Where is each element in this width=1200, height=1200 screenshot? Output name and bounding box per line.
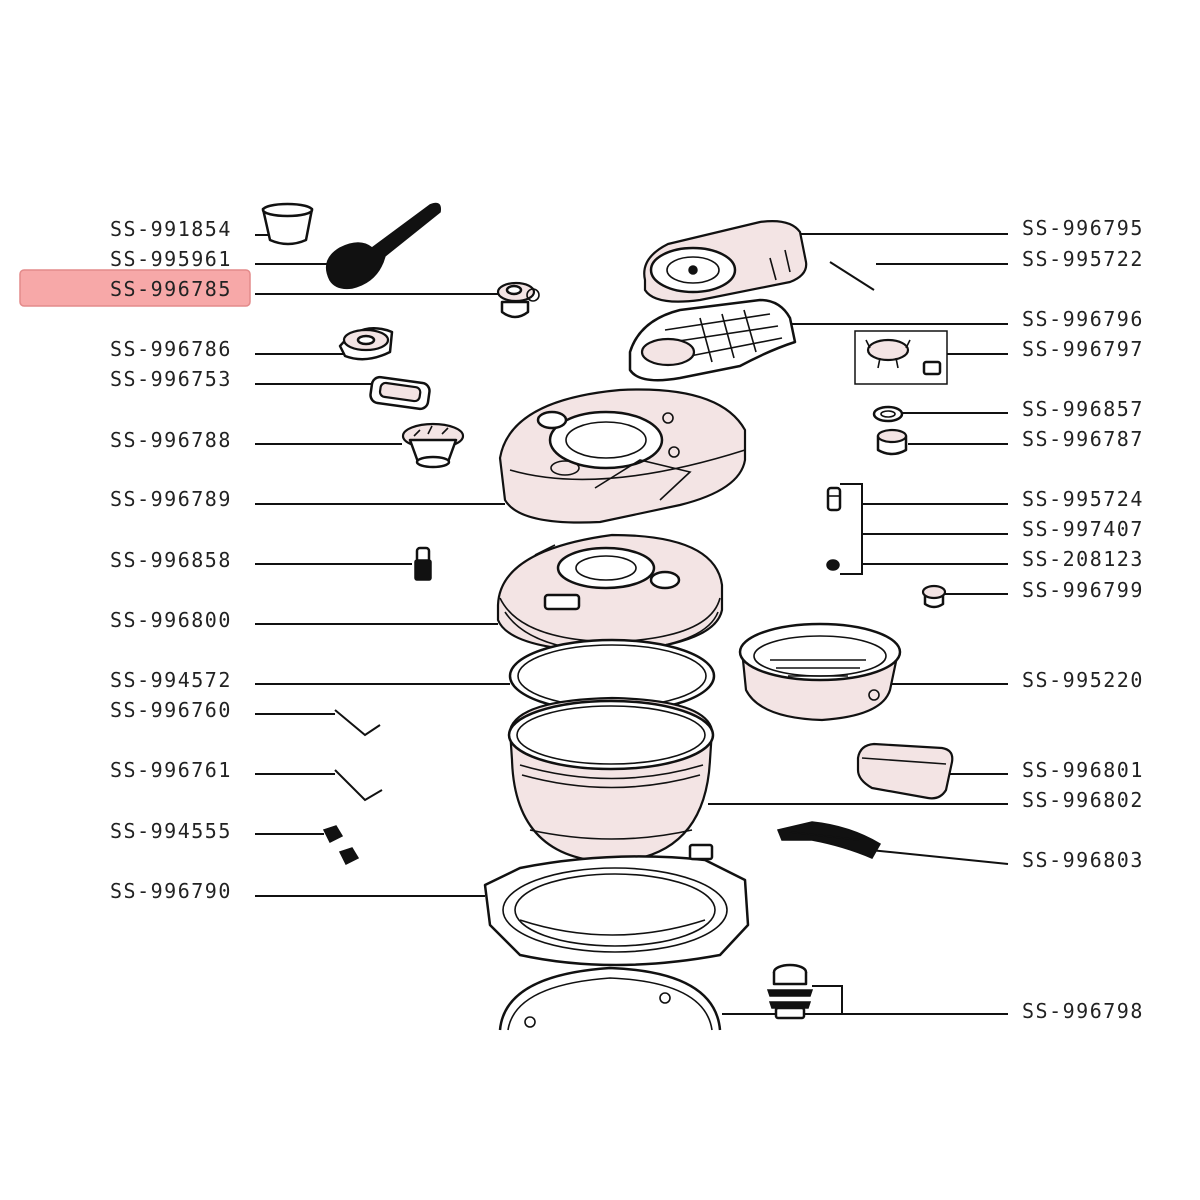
- label-ss-996789[interactable]: SS-996789: [110, 487, 232, 511]
- inner-frame-icon[interactable]: [628, 298, 797, 382]
- label-ss-995220[interactable]: SS-995220: [1022, 668, 1144, 692]
- label-ss-996797[interactable]: SS-996797: [1022, 337, 1144, 361]
- pressure-valve-icon[interactable]: [766, 963, 814, 1020]
- label-ss-997407[interactable]: SS-997407: [1022, 517, 1144, 541]
- bushing-icon[interactable]: [876, 428, 908, 456]
- label-ss-996802[interactable]: SS-996802: [1022, 788, 1144, 812]
- label-ss-996761[interactable]: SS-996761: [110, 758, 232, 782]
- label-ss-996858[interactable]: SS-996858: [110, 548, 232, 572]
- leader-lines-right: [708, 233, 1009, 1015]
- label-ss-208123[interactable]: SS-208123: [1022, 547, 1144, 571]
- float-valve-icon[interactable]: [401, 422, 465, 469]
- label-ss-996801[interactable]: SS-996801: [1022, 758, 1144, 782]
- wire-clip-a-icon[interactable]: [334, 709, 381, 737]
- group-box-996797: [854, 330, 948, 385]
- latch-plate-icon[interactable]: [776, 821, 882, 859]
- label-ss-991854[interactable]: SS-991854: [110, 217, 232, 241]
- label-ss-995961[interactable]: SS-995961: [110, 247, 232, 271]
- washer-icon[interactable]: [872, 405, 904, 423]
- label-ss-996857[interactable]: SS-996857: [1022, 397, 1144, 421]
- label-ss-996799[interactable]: SS-996799: [1022, 578, 1144, 602]
- label-ss-996795[interactable]: SS-996795: [1022, 216, 1144, 240]
- steam-valve-icon[interactable]: [496, 281, 540, 319]
- small-ball-icon[interactable]: [826, 559, 840, 571]
- label-ss-996790[interactable]: SS-996790: [110, 879, 232, 903]
- small-pin-icon[interactable]: [826, 486, 842, 512]
- highlight-box: [19, 269, 251, 307]
- label-ss-996753[interactable]: SS-996753: [110, 367, 232, 391]
- inner-pot-icon[interactable]: [507, 696, 715, 864]
- leader-lines-left: [255, 234, 510, 897]
- top-cover-icon[interactable]: [643, 220, 808, 303]
- label-ss-996760[interactable]: SS-996760: [110, 698, 232, 722]
- label-ss-996785[interactable]: SS-996785: [110, 277, 232, 301]
- label-ss-994555[interactable]: SS-994555: [110, 819, 232, 843]
- label-ss-996787[interactable]: SS-996787: [1022, 427, 1144, 451]
- screws-icon[interactable]: [322, 825, 360, 866]
- lid-cover-icon[interactable]: [498, 388, 747, 524]
- plug-icon[interactable]: [921, 584, 947, 609]
- steam-basket-icon[interactable]: [738, 622, 902, 722]
- locking-pin-icon[interactable]: [414, 546, 432, 581]
- base-ring-icon[interactable]: [483, 843, 750, 967]
- housing-base-icon[interactable]: [498, 966, 722, 1031]
- label-ss-996796[interactable]: SS-996796: [1022, 307, 1144, 331]
- lock-mechanism-icon[interactable]: [865, 338, 942, 376]
- measuring-cup-icon[interactable]: [261, 202, 314, 246]
- label-ss-996798[interactable]: SS-996798: [1022, 999, 1144, 1023]
- label-ss-996800[interactable]: SS-996800: [110, 608, 232, 632]
- inner-lid-icon[interactable]: [496, 533, 724, 654]
- valve-cap-icon[interactable]: [338, 327, 394, 361]
- label-ss-996788[interactable]: SS-996788: [110, 428, 232, 452]
- side-handle-icon[interactable]: [856, 742, 954, 800]
- rod-pin-icon[interactable]: [829, 261, 875, 291]
- valve-seal-icon[interactable]: [369, 375, 431, 411]
- label-ss-996803[interactable]: SS-996803: [1022, 848, 1144, 872]
- label-ss-995722[interactable]: SS-995722: [1022, 247, 1144, 271]
- label-ss-994572[interactable]: SS-994572: [110, 668, 232, 692]
- wire-clip-b-icon[interactable]: [334, 769, 383, 802]
- label-ss-995724[interactable]: SS-995724: [1022, 487, 1144, 511]
- rice-spoon-icon[interactable]: [325, 202, 442, 290]
- label-ss-996786[interactable]: SS-996786: [110, 337, 232, 361]
